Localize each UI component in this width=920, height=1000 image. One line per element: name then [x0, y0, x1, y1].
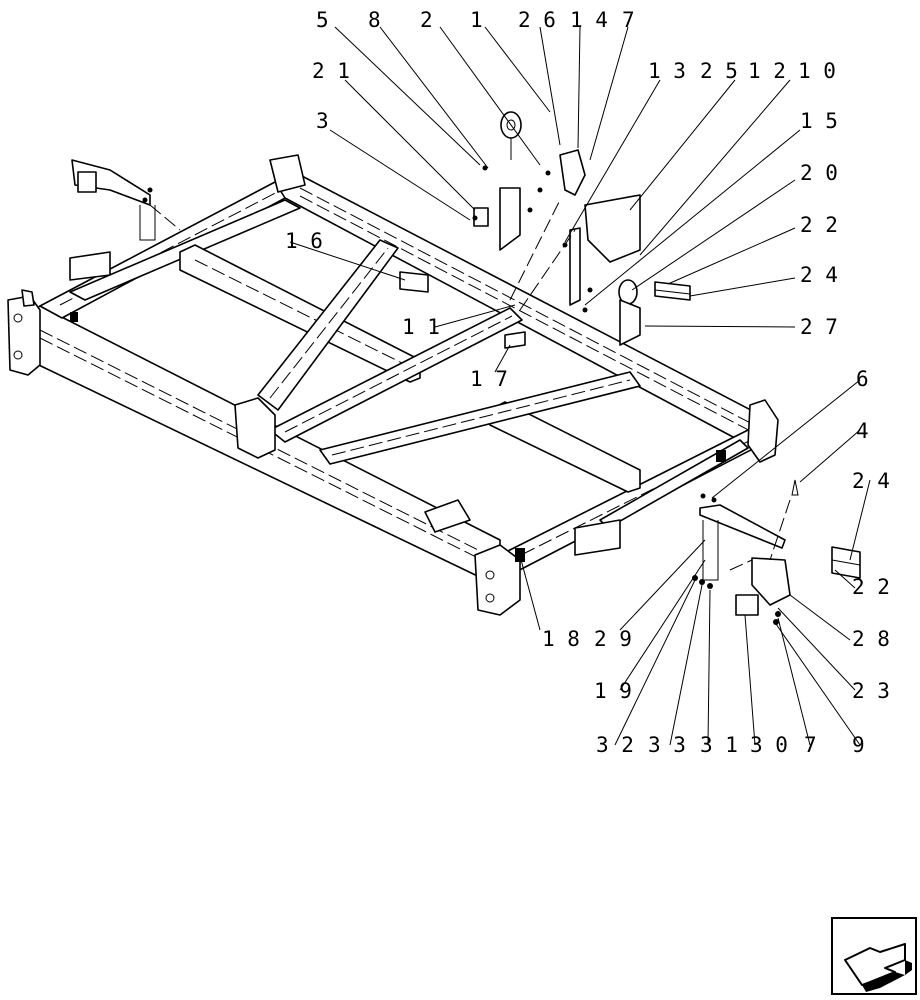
callout-22-top: 2 2 — [800, 213, 838, 237]
callout-33: 3 3 — [648, 733, 686, 757]
callout-7-top: 7 — [622, 8, 635, 32]
callout-15: 1 5 — [800, 109, 838, 133]
slide-plate — [424, 499, 471, 533]
callout-31: 3 1 — [700, 733, 738, 757]
callout-25: 2 5 — [700, 59, 738, 83]
callout-16: 1 6 — [285, 229, 323, 253]
callout-27: 2 7 — [800, 315, 838, 339]
bottom-right-parts — [692, 479, 861, 625]
left-bracket-assembly — [71, 159, 181, 241]
callout-3: 3 — [316, 109, 329, 133]
callout-19: 1 9 — [594, 679, 632, 703]
callout-22-bottom: 2 2 — [852, 575, 890, 599]
decal-24-top — [654, 281, 691, 301]
mid-bracket-left — [234, 397, 276, 459]
callout-24-top: 2 4 — [800, 263, 838, 287]
callout-30: 3 0 — [750, 733, 788, 757]
callout-32: 3 2 — [596, 733, 634, 757]
callout-4: 4 — [856, 419, 869, 443]
top-parts — [399, 111, 691, 349]
tube-end-left — [69, 251, 111, 281]
callout-23: 2 3 — [852, 679, 890, 703]
callout-1: 1 — [470, 8, 483, 32]
callout-8: 8 — [368, 8, 381, 32]
callout-20: 2 0 — [800, 161, 838, 185]
strap-plate — [699, 504, 786, 549]
vertical-arm — [569, 227, 581, 306]
hitch-plate-left — [7, 295, 41, 376]
callout-17: 1 7 — [470, 367, 508, 391]
callout-26: 2 6 — [518, 8, 556, 32]
callout-18: 1 8 — [542, 627, 580, 651]
leader-lines — [289, 26, 871, 746]
callout-11: 1 1 — [402, 315, 440, 339]
bearing-block — [735, 594, 759, 616]
callout-21: 2 1 — [312, 59, 350, 83]
mid-beam — [179, 244, 421, 383]
callout-2: 2 — [420, 8, 433, 32]
callout-5: 5 — [316, 8, 329, 32]
hitch-plate-right — [474, 544, 521, 616]
shield-plate — [584, 194, 641, 263]
callout-7-bottom: 7 — [804, 733, 817, 757]
diagonal-brace-left — [257, 239, 399, 411]
callout-29: 2 9 — [594, 627, 632, 651]
callout-labels: 5 8 2 1 2 6 1 4 7 2 1 1 3 2 5 1 2 1 0 3 … — [285, 8, 890, 757]
bearing-mount — [751, 557, 791, 606]
hitch-plate-rear — [747, 399, 779, 463]
callout-12: 1 2 — [748, 59, 786, 83]
callout-10: 1 0 — [798, 59, 836, 83]
callout-24-bottom: 2 4 — [852, 469, 890, 493]
tube-end-right — [574, 519, 621, 556]
callout-28: 2 8 — [852, 627, 890, 651]
left-arrow-icon[interactable] — [831, 917, 917, 995]
main-frame — [7, 154, 779, 616]
mid-beam-2 — [489, 401, 641, 493]
callout-14: 1 4 — [570, 8, 608, 32]
rear-bracket — [269, 154, 306, 193]
callout-9: 9 — [852, 733, 865, 757]
callout-13: 1 3 — [648, 59, 686, 83]
callout-6: 6 — [856, 367, 869, 391]
